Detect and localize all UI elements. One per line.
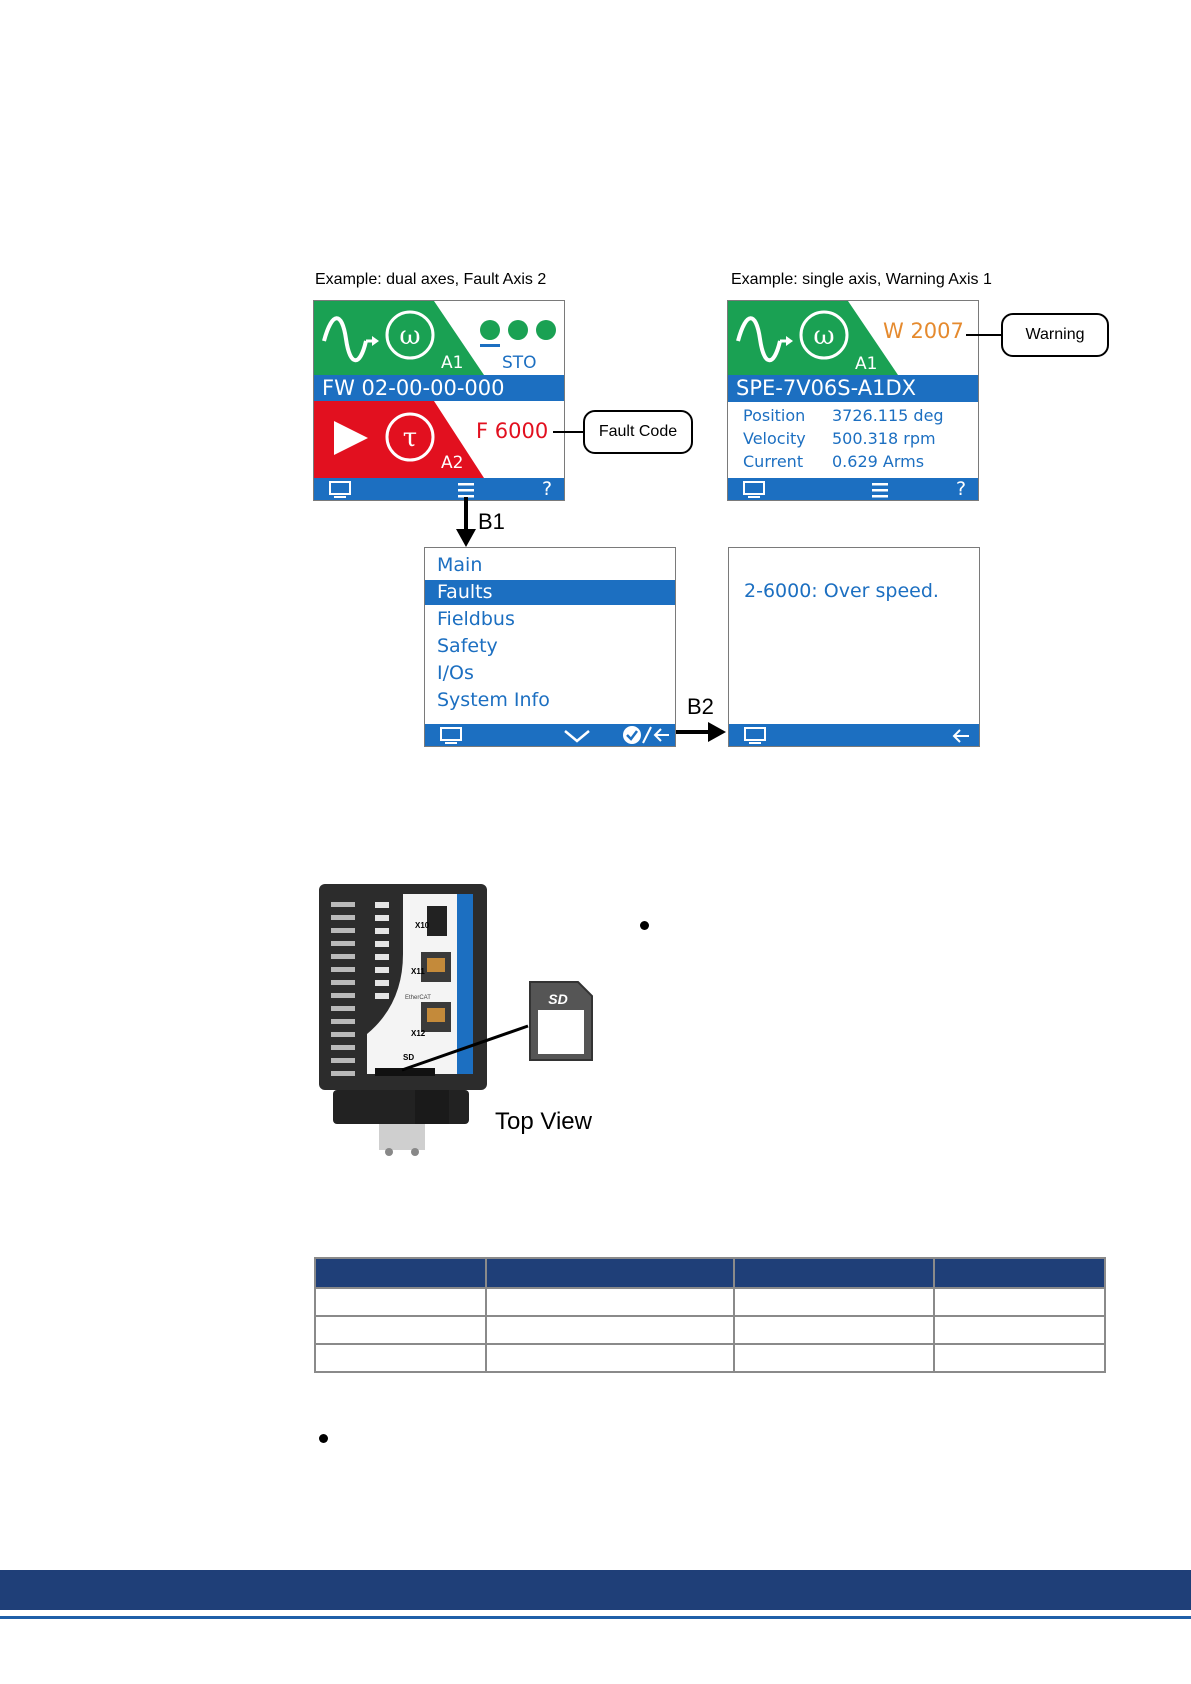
arrow-down-icon	[456, 497, 476, 547]
b2-label: B2	[687, 694, 714, 719]
menu-item-safety[interactable]: Safety	[437, 635, 498, 657]
axis-label: A1	[855, 354, 878, 374]
svg-text:X11: X11	[411, 967, 425, 976]
table-header-cell	[314, 1257, 487, 1289]
monitor-icon[interactable]	[743, 727, 767, 745]
sine-arrow-icon	[736, 316, 793, 363]
sd-pointer-line	[401, 1024, 529, 1072]
svg-text:SD: SD	[548, 991, 567, 1007]
dual-axis-screen: ω A1 STO FW 02-00-00-000 τ A2 F 6000	[313, 300, 565, 501]
monitor-icon[interactable]	[742, 481, 766, 499]
table-cell	[484, 1315, 735, 1345]
firmware-label: FW 02-00-00-000	[322, 376, 505, 400]
table-header-cell	[484, 1257, 735, 1289]
table-row	[314, 1343, 1106, 1373]
fault-callout-line	[553, 431, 583, 433]
sd-card-icon: SD	[529, 981, 593, 1061]
table-header-cell	[933, 1257, 1106, 1289]
data-table	[314, 1257, 1106, 1373]
menu-item-ios[interactable]: I/Os	[437, 662, 474, 684]
svg-text:τ: τ	[403, 423, 417, 453]
table-cell	[732, 1287, 936, 1317]
status-names: Position Velocity Current	[743, 404, 806, 473]
svg-text:X12: X12	[411, 1029, 426, 1038]
table-cell	[732, 1315, 936, 1345]
back-arrow-icon[interactable]	[951, 727, 971, 745]
menu-screen: Main Faults Fieldbus Safety I/Os System …	[424, 547, 676, 747]
velocity-omega-icon: ω	[799, 310, 849, 360]
help-icon[interactable]: ?	[542, 478, 553, 500]
velocity-value: 500.318 rpm	[832, 429, 936, 448]
table-cell	[484, 1343, 735, 1373]
current-label: Current	[743, 452, 804, 471]
confirm-back-icon[interactable]	[621, 725, 673, 745]
menu-item-system-info[interactable]: System Info	[437, 689, 550, 711]
menu-item-main[interactable]: Main	[437, 554, 483, 576]
menu-icon[interactable]	[456, 481, 476, 499]
current-value: 0.629 Arms	[832, 452, 925, 471]
bullet-point	[640, 921, 649, 930]
sto-label: STO	[502, 353, 537, 373]
velocity-omega-icon: ω	[385, 310, 435, 360]
axis2-label: A2	[441, 453, 464, 473]
menu-item-fieldbus[interactable]: Fieldbus	[437, 608, 515, 630]
position-value: 3726.115 deg	[832, 406, 944, 425]
footer-rule	[0, 1616, 1191, 1619]
svg-text:SD: SD	[403, 1053, 414, 1062]
table-cell	[484, 1287, 735, 1317]
svg-text:ω: ω	[399, 321, 420, 351]
status-values: 3726.115 deg 500.318 rpm 0.629 Arms	[832, 404, 944, 473]
table-row	[314, 1287, 1106, 1317]
chevron-down-icon[interactable]	[563, 728, 591, 744]
arrow-right-icon	[676, 722, 726, 742]
help-icon[interactable]: ?	[956, 478, 967, 500]
fault-code-callout: Fault Code	[583, 410, 693, 454]
table-cell	[314, 1343, 487, 1373]
play-icon	[334, 421, 368, 455]
top-view-label: Top View	[495, 1108, 592, 1135]
drive-top-view-image: X10 X11 X12 EtherCAT SD	[319, 884, 487, 1156]
softkey-bar: ?	[314, 478, 564, 500]
table-cell	[314, 1315, 487, 1345]
table-header-row	[314, 1257, 1106, 1289]
table-cell	[732, 1343, 936, 1373]
table-cell	[933, 1343, 1106, 1373]
b1-label: B1	[478, 509, 505, 534]
torque-tau-icon: τ	[385, 412, 435, 462]
footer-band	[0, 1570, 1191, 1610]
warning-code-value: W 2007	[883, 319, 964, 343]
fault-message: 2-6000: Over speed.	[744, 580, 939, 602]
warning-callout-line	[966, 334, 1002, 336]
status-dots	[480, 320, 556, 347]
softkey-bar	[729, 724, 979, 746]
table-header-cell	[732, 1257, 936, 1289]
model-label: SPE-7V06S-A1DX	[736, 376, 917, 400]
monitor-icon[interactable]	[439, 727, 463, 745]
monitor-icon[interactable]	[328, 481, 352, 499]
single-axis-screen: ω A1 W 2007 SPE-7V06S-A1DX Position Velo…	[727, 300, 979, 501]
fault-message-screen: 2-6000: Over speed.	[728, 547, 980, 747]
svg-text:ω: ω	[813, 321, 834, 351]
velocity-label: Velocity	[743, 429, 806, 448]
right-caption: Example: single axis, Warning Axis 1	[731, 271, 992, 288]
fault-code-value: F 6000	[476, 419, 549, 443]
table-cell	[314, 1287, 487, 1317]
table-cell	[933, 1315, 1106, 1345]
svg-text:X10: X10	[415, 921, 430, 930]
position-label: Position	[743, 406, 806, 425]
table-cell	[933, 1287, 1106, 1317]
sine-arrow-icon	[322, 316, 379, 363]
softkey-bar	[425, 724, 675, 746]
svg-text:EtherCAT: EtherCAT	[405, 995, 431, 1001]
menu-item-faults[interactable]: Faults	[425, 580, 675, 605]
softkey-bar: ?	[728, 478, 978, 500]
bullet-point	[319, 1434, 328, 1443]
table-row	[314, 1315, 1106, 1345]
axis1-label: A1	[441, 353, 464, 373]
menu-icon[interactable]	[870, 481, 890, 499]
left-caption: Example: dual axes, Fault Axis 2	[315, 271, 547, 288]
warning-callout: Warning	[1001, 313, 1109, 357]
